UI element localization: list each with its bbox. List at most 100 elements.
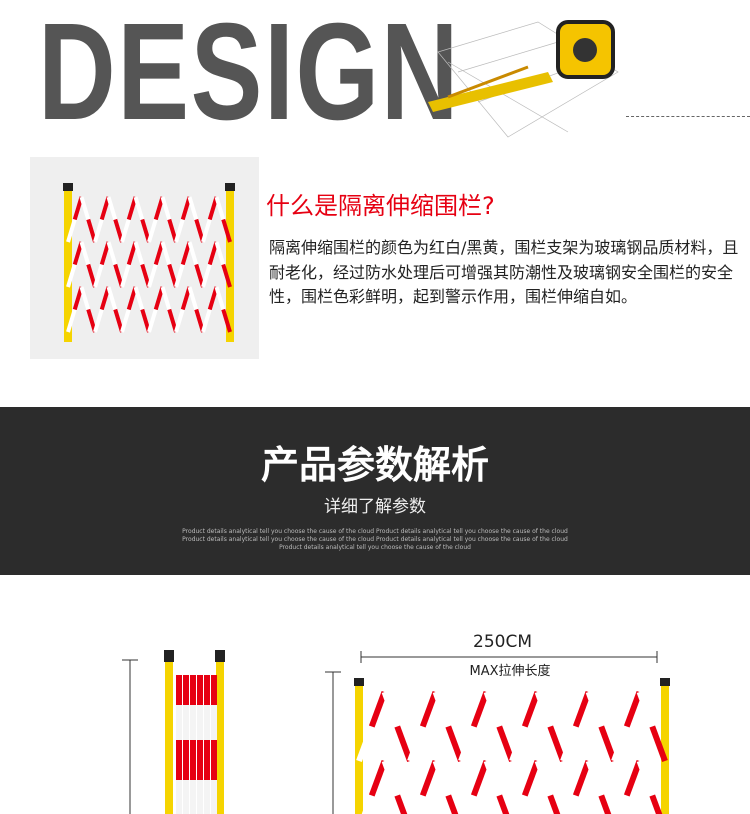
folded-bar [204, 780, 210, 814]
fence-bar [560, 725, 579, 763]
divider [626, 116, 750, 117]
fence-bar [133, 241, 145, 266]
fence-bar [99, 196, 111, 221]
fence-bar [201, 218, 212, 243]
fence-bar [120, 218, 131, 243]
fence-bar [153, 196, 165, 221]
folded-bar [211, 705, 217, 740]
fence-bar [419, 759, 439, 797]
fence-bar [407, 725, 426, 763]
fence-dimension-diagram [122, 650, 670, 814]
fence-bar [547, 794, 561, 814]
fence-bar [214, 196, 226, 221]
fence-bar [160, 241, 172, 266]
params-small-text: Product details analytical tell you choo… [182, 528, 568, 551]
fence-bar [623, 759, 643, 797]
folded-bar [197, 705, 203, 740]
max-length-value: 250CM [473, 632, 532, 652]
fence-bar [113, 263, 124, 288]
fence-bar [463, 794, 477, 814]
fence-bar [180, 241, 192, 266]
fence-bar [572, 690, 592, 728]
fence-bar [174, 263, 185, 288]
fence-bar [623, 690, 643, 728]
fence-bar [496, 794, 510, 814]
fence-bar [66, 218, 77, 243]
fence-bar [201, 308, 212, 333]
fence-bar [194, 308, 205, 333]
fence-bar [79, 196, 91, 221]
fence-bar [534, 759, 554, 797]
fence-bar [547, 725, 566, 763]
fence-bar [616, 794, 630, 814]
fence-bar [147, 308, 158, 333]
folded-bar [183, 740, 189, 780]
fence-bar [180, 286, 192, 311]
fence-bar [207, 196, 219, 221]
fence-bar [120, 263, 131, 288]
fence-bar [221, 218, 232, 243]
fence-post [355, 682, 363, 814]
fence-bar [147, 263, 158, 288]
fence-bar [470, 690, 490, 728]
fence-bar [106, 286, 118, 311]
fence-bar [514, 794, 528, 814]
fence-bar [214, 286, 226, 311]
fence-bar [636, 759, 656, 797]
fence-bar [394, 794, 408, 814]
fence-bar [445, 794, 459, 814]
fence-bar [140, 263, 151, 288]
fence-bar [153, 286, 165, 311]
fence-bar [207, 286, 219, 311]
fence-bar [534, 690, 554, 728]
post-cap [354, 678, 364, 686]
fence-bar [167, 263, 178, 288]
fence-bar [113, 218, 124, 243]
fence-bar [419, 690, 439, 728]
fence-bar [86, 308, 97, 333]
fence-bar [445, 725, 464, 763]
fence-bar [72, 241, 84, 266]
folded-bar [183, 675, 189, 705]
fence-bar [126, 286, 138, 311]
fence-bar [133, 196, 145, 221]
folded-bar [190, 705, 196, 740]
fence-bar [66, 263, 77, 288]
fence-bar [167, 218, 178, 243]
fence-bar [585, 759, 605, 797]
fence-bar [72, 286, 84, 311]
folded-bar [176, 675, 182, 705]
fence-bar [126, 196, 138, 221]
fence-bar [432, 759, 452, 797]
fence-bar [93, 263, 104, 288]
fence-bar [458, 725, 477, 763]
fence-bar [483, 690, 503, 728]
post-cap [63, 183, 73, 191]
fence-bar [72, 196, 84, 221]
folded-bar [211, 780, 217, 814]
folded-bar [204, 675, 210, 705]
fence-post [226, 187, 234, 342]
fence-bar [412, 794, 426, 814]
fence-bar [99, 286, 111, 311]
fence-bar [160, 196, 172, 221]
folded-bar [211, 675, 217, 705]
fence-bar [194, 263, 205, 288]
fence-bar [167, 308, 178, 333]
fence-bar [133, 286, 145, 311]
fence-bar [221, 308, 232, 333]
folded-bar [204, 740, 210, 780]
fence-bar [381, 690, 401, 728]
fence-bar [598, 794, 612, 814]
fence-bar [509, 725, 528, 763]
fence-bar [160, 286, 172, 311]
fence-bar [187, 286, 199, 311]
fence-bar [140, 218, 151, 243]
max-length-label: MAX拉伸长度 [469, 664, 551, 679]
fence-bar [93, 308, 104, 333]
folded-bar [183, 780, 189, 814]
fence-bar [79, 241, 91, 266]
fence-photo [30, 157, 259, 359]
fence-bar [174, 308, 185, 333]
fence-post [64, 187, 72, 342]
